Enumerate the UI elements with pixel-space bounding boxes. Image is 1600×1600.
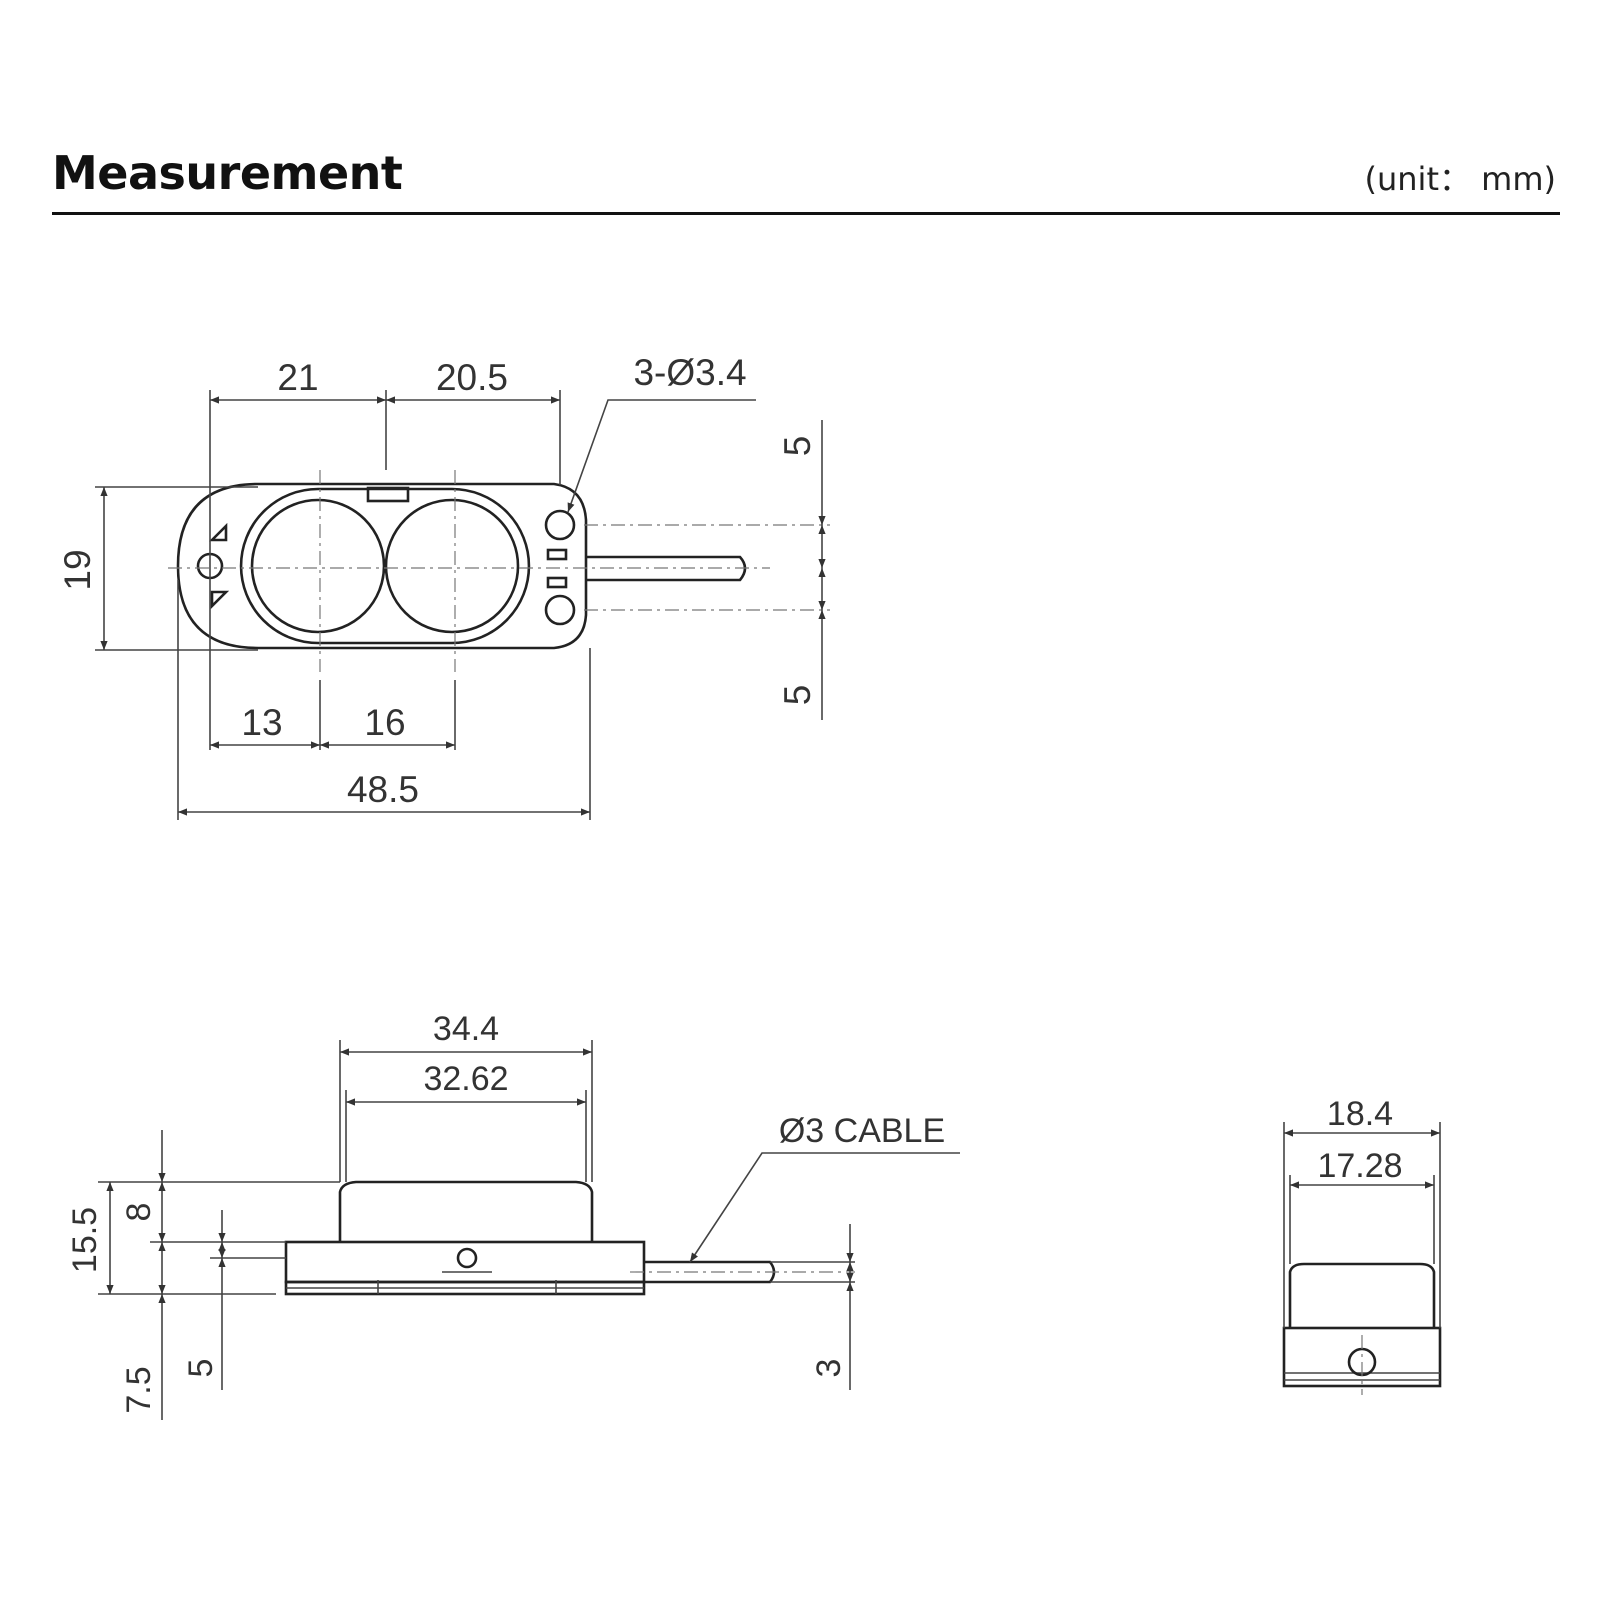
dim-18-4-label: 18.4 [1327, 1095, 1393, 1133]
right-lens [384, 498, 520, 634]
dim-5-upper-label: 5 [777, 436, 818, 457]
mounting-hole-bottom [544, 594, 576, 626]
terminal-slot-2 [546, 576, 568, 589]
cable-label: Ø3 CABLE [779, 1112, 945, 1150]
lens-cap-profile [338, 1180, 594, 1242]
dim-8-label: 8 [120, 1203, 158, 1222]
dim-16-label: 16 [364, 702, 405, 743]
terminal-slot-1 [546, 548, 568, 561]
dim-15-5-label: 15.5 [66, 1207, 104, 1273]
end-base-profile [1282, 1326, 1442, 1388]
holes-label: 3-Ø3.4 [633, 352, 746, 393]
lens-housing [239, 487, 531, 645]
header: Measurement (unit： mm) [52, 140, 1560, 215]
sensor-body-outline [176, 482, 588, 650]
dim-13-label: 13 [241, 702, 282, 743]
end-view: 18.4 17.28 [1282, 1095, 1442, 1395]
dim-17-28-label: 17.28 [1317, 1147, 1402, 1185]
dim-5-lower-label: 5 [777, 685, 818, 706]
dim-7-5-label: 7.5 [120, 1366, 158, 1413]
dim-19-label: 19 [57, 549, 98, 590]
triangle-mark-bottom [210, 590, 230, 610]
page-title: Measurement [52, 146, 403, 200]
dim-32-62-label: 32.62 [423, 1060, 508, 1098]
mounting-hole-top [544, 509, 576, 541]
side-view: 34.4 32.62 Ø3 CABLE 15.5 8 7.5 5 3 [66, 1010, 960, 1420]
indicator-window [366, 486, 410, 503]
unit-label: (unit： mm) [1364, 160, 1557, 198]
dim-3-label: 3 [810, 1359, 848, 1378]
triangle-mark-top [208, 522, 228, 542]
dim-48-5-label: 48.5 [347, 769, 419, 810]
dim-20-5-label: 20.5 [436, 357, 508, 398]
dim-5-label: 5 [182, 1359, 220, 1378]
dim-21-label: 21 [277, 357, 318, 398]
dim-34-4-label: 34.4 [433, 1010, 499, 1048]
screw-head [456, 1247, 478, 1269]
left-lens [250, 498, 386, 634]
end-cap-profile [1288, 1262, 1436, 1328]
top-view: 21 20.5 3-Ø3.4 19 5 5 13 16 48.5 [57, 352, 830, 820]
